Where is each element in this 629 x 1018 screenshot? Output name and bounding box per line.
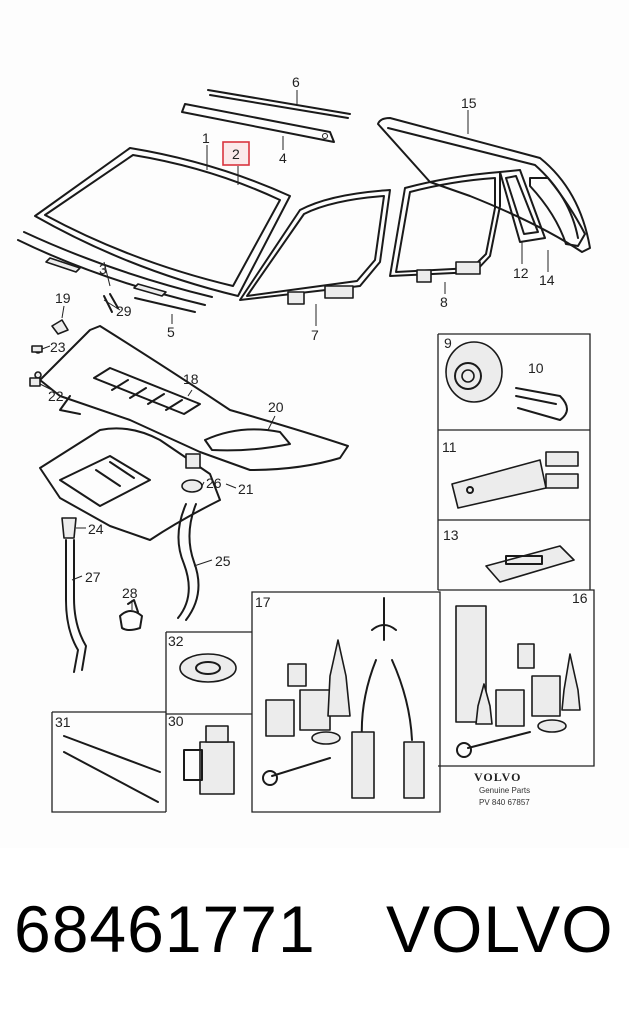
kit-box-17 (251, 591, 441, 813)
callout-25: 25 (215, 553, 231, 569)
callout-31: 31 (55, 714, 71, 730)
kit-box-32 (165, 631, 252, 812)
lower-moulding-part (134, 297, 196, 313)
callout-8: 8 (440, 294, 448, 310)
callout-7: 7 (311, 327, 319, 343)
brand-name-text: VOLVO (386, 892, 614, 966)
fitting-24 (61, 517, 77, 539)
callout-19: 19 (55, 290, 71, 306)
callout-29: 29 (116, 303, 132, 319)
callout-10: 10 (528, 360, 544, 376)
kit-box-31 (51, 711, 166, 813)
hose-25 (177, 503, 200, 621)
rear-door-glass-part (389, 171, 501, 283)
callout-24: 24 (88, 521, 104, 537)
part-number-text: 68461771 (14, 892, 316, 966)
trim-strip-6 (207, 89, 351, 119)
grommet-26 (181, 479, 203, 493)
callout-13: 13 (443, 527, 459, 543)
inset-frame-9-13 (437, 333, 591, 590)
callout-5: 5 (167, 324, 175, 340)
callout-labels: 1 2 3 4 5 6 7 8 9 10 11 12 13 14 15 16 1… (48, 74, 588, 730)
connector-21 (185, 453, 201, 469)
volvo-genuine-parts-block: VOLVO Genuine Parts PV 840 67857 (474, 770, 530, 807)
grommet-9 (445, 341, 503, 403)
callout-28: 28 (122, 585, 138, 601)
sealant-kit-16 (455, 605, 581, 758)
front-door-glass-part (239, 189, 391, 305)
seal-ring-32 (179, 653, 237, 683)
callout-18: 18 (183, 371, 199, 387)
callout-23: 23 (50, 339, 66, 355)
clip-19 (51, 319, 69, 335)
callout-1: 1 (202, 130, 210, 146)
volvo-logo-text: VOLVO (474, 770, 521, 784)
callout-15: 15 (461, 95, 477, 111)
plate-13-slot (505, 555, 543, 565)
callout-27: 27 (85, 569, 101, 585)
callout-20: 20 (268, 399, 284, 415)
rear-window-part (377, 117, 591, 253)
parts-diagram: 1 2 3 4 5 6 7 8 9 10 11 12 13 14 15 16 1… (17, 74, 595, 813)
quarter-glass-12 (499, 169, 546, 243)
quarter-glass-14 (529, 177, 586, 247)
callout-12: 12 (513, 265, 529, 281)
genuine-parts-text: Genuine Parts (479, 786, 530, 795)
callout-22: 22 (48, 388, 64, 404)
windshield-part (34, 147, 291, 297)
leader-lines (39, 90, 549, 610)
callout-26: 26 (206, 475, 222, 491)
callout-32: 32 (168, 633, 184, 649)
windshield-seal-strip (17, 231, 213, 306)
nut-22 (29, 377, 41, 387)
callout-6: 6 (292, 74, 300, 90)
cowl-panel-part (34, 325, 349, 471)
callout-2-highlight (222, 141, 250, 166)
callout-4: 4 (279, 150, 287, 166)
callout-21: 21 (238, 481, 254, 497)
catalog-code-text: PV 840 67857 (479, 798, 530, 807)
callout-17: 17 (255, 594, 271, 610)
callout-30: 30 (168, 713, 184, 729)
callout-2: 2 (232, 146, 240, 162)
callout-3: 3 (99, 261, 107, 277)
rubber-strip-31 (63, 735, 161, 803)
clip-29-part (103, 293, 119, 313)
adhesive-bottle-30 (183, 725, 235, 795)
wire-clip-10 (515, 387, 568, 421)
screw-23 (31, 345, 43, 353)
drain-tray-part (39, 427, 221, 541)
drain-hose-27 (65, 539, 87, 673)
callout-9: 9 (444, 335, 452, 351)
callout-11: 11 (442, 439, 457, 455)
sealant-kit-17 (262, 597, 425, 799)
trim-strip-4 (181, 103, 335, 143)
callout-16: 16 (572, 590, 588, 606)
kit-box-16 (438, 589, 595, 767)
bracket-11 (451, 451, 579, 509)
callout-14: 14 (539, 272, 555, 288)
clamp-28 (119, 599, 143, 631)
